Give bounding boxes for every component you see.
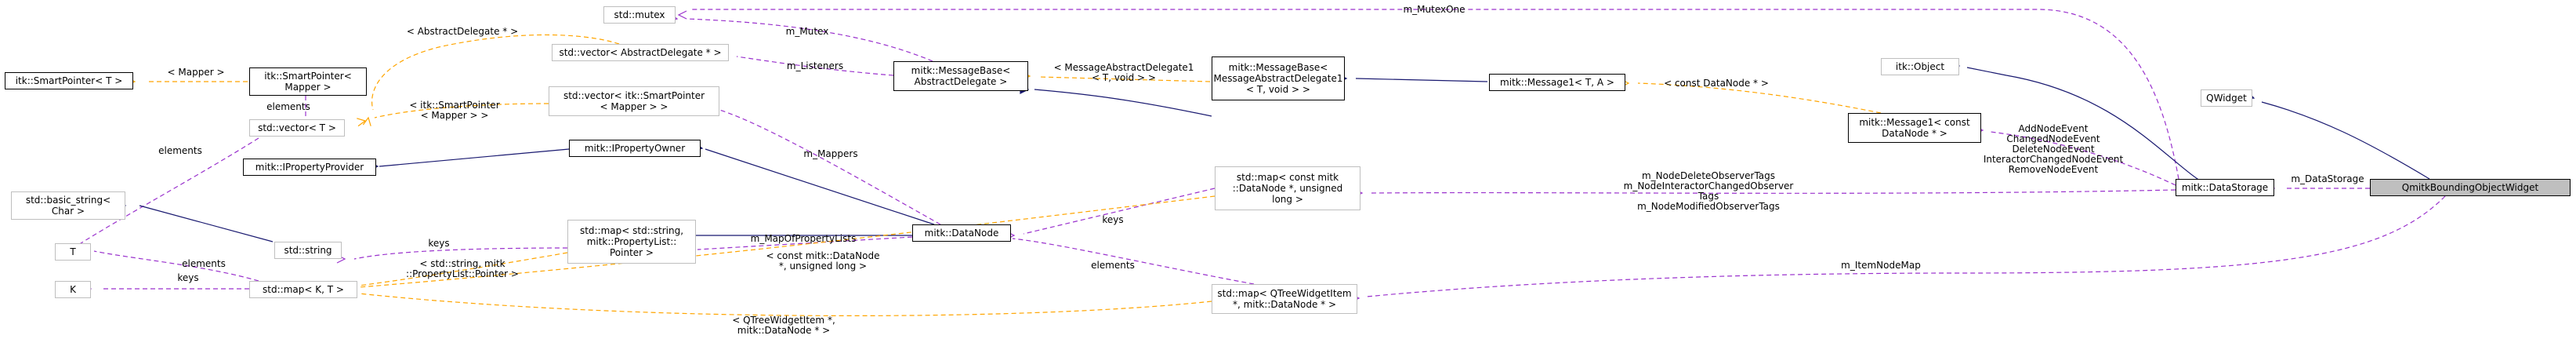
class-node-basic-string[interactable]: std::basic_string< Char > (11, 191, 125, 220)
edge-e24 (358, 293, 1212, 316)
edge-e11 (1034, 89, 1212, 117)
class-node-map-datanode-ulong[interactable]: std::map< const mitk ::DataNode *, unsig… (1215, 166, 1360, 210)
edge-label-e9: < MessageAbstractDelegate1< T, void > > (1054, 62, 1194, 83)
edge-e32 (2261, 101, 2430, 180)
edge-label-e18: keys (1102, 214, 1123, 225)
edge-e12 (1637, 82, 1882, 114)
edge-e28 (1990, 131, 2176, 186)
edge-label-e2: m_Mutex (786, 26, 829, 37)
edge-e23 (358, 195, 1216, 288)
class-node-vec-sp-mapper[interactable]: std::vector< itk::SmartPointer < Mapper … (549, 86, 719, 116)
edge-label-e24: < QTreeWidgetItem *,mitk::DataNode * > (732, 315, 835, 336)
class-node-msgbase-abs[interactable]: mitk::MessageBase< AbstractDelegate > (893, 61, 1028, 91)
edge-e20 (1012, 238, 1255, 285)
edge-arrowhead-e1 (677, 10, 687, 20)
edge-e19 (697, 236, 913, 250)
edge-label-e22: < std::string, mitk::PropertyList::Point… (406, 258, 519, 279)
class-node-message1-const[interactable]: mitk::Message1< const DataNode * > (1848, 113, 1981, 143)
edge-e18 (1023, 188, 1216, 235)
edge-label-e21: keys (428, 238, 449, 249)
edge-e4 (371, 34, 620, 111)
class-node-qmitk[interactable]: QmitkBoundingObjectWidget (2370, 179, 2571, 196)
edge-label-e8: m_Listeners (787, 60, 843, 71)
class-node-map-qtree[interactable]: std::map< QTreeWidgetItem *, mitk::DataN… (1212, 284, 1357, 314)
edge-e9 (1038, 76, 1211, 82)
edge-e7 (78, 137, 259, 246)
edge-label-e20: elements (1091, 260, 1135, 271)
edge-e16 (705, 148, 935, 225)
class-node-string[interactable]: std::string (274, 242, 342, 259)
edge-label-e5: elements (266, 101, 310, 112)
class-node-iprop-provider[interactable]: mitk::IPropertyProvider (243, 159, 376, 176)
class-node-mutex[interactable]: std::mutex (603, 6, 676, 24)
class-node-itk-object[interactable]: itk::Object (1881, 58, 1959, 75)
edge-label-e25: keys (177, 272, 198, 283)
edge-label-e15: m_Mappers (803, 148, 857, 159)
edge-e29 (1371, 189, 2176, 194)
edge-e15 (719, 109, 941, 225)
edge-e13 (379, 148, 570, 167)
edge-label-e19: m_MapOfPropertyLists (751, 233, 857, 244)
edge-label-e7: elements (158, 145, 202, 156)
class-node-T[interactable]: T (55, 243, 91, 261)
edge-label-e31: m_ItemNodeMap (1841, 260, 1921, 271)
edge-e21 (353, 247, 568, 260)
class-node-sp-mapper[interactable]: itk::SmartPointer< Mapper > (249, 67, 367, 96)
edge-label-e12: < const DataNode * > (1664, 78, 1769, 89)
edge-label-e30: m_DataStorage (2291, 173, 2364, 184)
edge-e6 (374, 103, 549, 118)
class-node-vec-absdel[interactable]: std::vector< AbstractDelegate * > (552, 44, 729, 61)
edge-e22 (358, 252, 568, 286)
edge-label-e26: elements (182, 258, 226, 269)
edge-e31 (1366, 195, 2446, 297)
edge-e10 (1355, 78, 1488, 82)
class-node-message1-TA[interactable]: mitk::Message1< T, A > (1489, 74, 1625, 91)
edge-e27 (1966, 67, 2203, 183)
edge-e14 (139, 205, 274, 242)
edge-e8 (736, 56, 894, 76)
edge-label-e23: < const mitk::DataNode*, unsigned long > (766, 250, 880, 272)
edge-arrowhead-e6 (357, 118, 367, 127)
class-node-map-KT[interactable]: std::map< K, T > (249, 281, 357, 298)
class-node-datastorage[interactable]: mitk::DataStorage (2176, 179, 2274, 196)
edge-label-e6: < itk::SmartPointer< Mapper > > (409, 100, 499, 121)
class-node-map-string-plist[interactable]: std::map< std::string, mitk::PropertyLis… (567, 220, 696, 264)
edge-arrowhead-e4 (362, 116, 371, 126)
class-node-iprop-owner[interactable]: mitk::IPropertyOwner (569, 140, 701, 157)
class-node-vec-T[interactable]: std::vector< T > (249, 119, 345, 137)
class-node-datanode[interactable]: mitk::DataNode (912, 224, 1011, 242)
edge-label-e1: m_MutexOne (1403, 4, 1465, 15)
class-node-K[interactable]: K (55, 281, 91, 298)
class-node-qwidget[interactable]: QWidget (2201, 89, 2252, 107)
edge-label-e4: < AbstractDelegate * > (407, 26, 518, 37)
class-node-msgbase-md1[interactable]: mitk::MessageBase< MessageAbstractDelega… (1212, 56, 1345, 100)
edge-e26 (93, 250, 259, 282)
class-node-sp-T[interactable]: itk::SmartPointer< T > (5, 72, 133, 89)
edge-label-e3: < Mapper > (168, 67, 225, 78)
